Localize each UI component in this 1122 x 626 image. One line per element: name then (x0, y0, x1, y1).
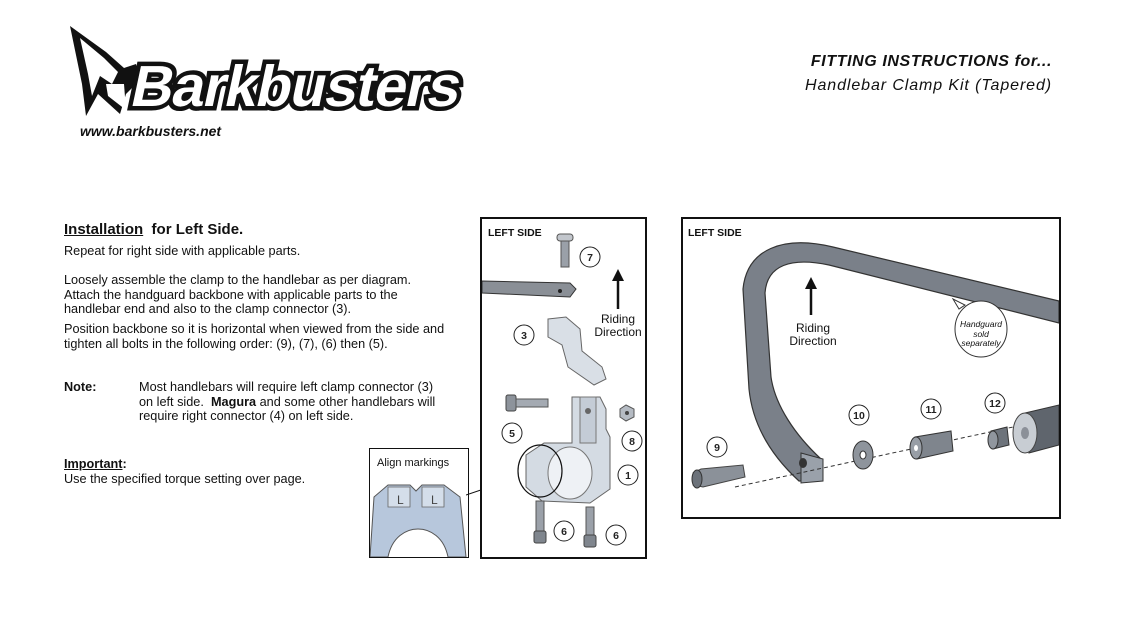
part-callout: 10 (853, 410, 865, 422)
part-callout: 3 (521, 330, 527, 342)
note-line2-post: and some other handlebars will (259, 394, 436, 409)
important-text: Use the specified torque setting over pa… (64, 472, 306, 486)
handguard-note-line: Handguard (959, 319, 1003, 329)
riding-line: Riding (600, 312, 636, 326)
riding-line: Direction (789, 334, 837, 348)
bolt-7-icon (556, 233, 574, 268)
product-subtitle: Handlebar Clamp Kit (Tapered) (805, 77, 1052, 94)
nut-8-icon (619, 404, 635, 422)
part-callout: 12 (989, 398, 1001, 410)
note-line2-pre: on left side. (139, 394, 204, 409)
panel-label: LEFT SIDE (488, 227, 542, 239)
note-magura: Magura (210, 394, 257, 409)
installation-heading-underlined: Installation (64, 221, 144, 238)
riding-line: Direction (594, 325, 642, 339)
part-callout: 11 (925, 404, 936, 416)
installation-heading-rest: for Left Side (151, 221, 240, 238)
handguard-note-line: sold (973, 328, 989, 339)
left-side-clamp-panel: LEFT SIDE 7 3 5 8 (480, 217, 647, 559)
important-label-underlined: Important (64, 457, 123, 471)
clamp-closeup-diagram: L L (370, 484, 467, 557)
riding-direction-arrow-icon (805, 277, 817, 315)
note-line: on left side. Magura and some other hand… (139, 395, 435, 410)
part-callout: 9 (714, 442, 720, 454)
handguard-note-line: separately (961, 338, 1001, 348)
part-callout: 8 (629, 436, 635, 448)
note-text: Most handlebars will require left clamp … (139, 380, 435, 424)
align-markings-label: Align markings (377, 457, 450, 469)
position-line: tighten all bolts in the following order… (64, 336, 388, 351)
handlebar-grip-icon (1012, 404, 1059, 454)
part-callout: 6 (561, 526, 567, 538)
clamp-exploded-diagram: 7 3 5 8 (482, 233, 643, 548)
riding-direction-arrow-icon (612, 269, 624, 309)
backbone-exploded-diagram: 9 10 11 12 (691, 242, 1059, 489)
part-callout: 5 (509, 428, 515, 440)
riding-direction-label: Riding Direction (592, 313, 644, 339)
step-line: Loosely assemble the clamp to the handle… (64, 273, 411, 287)
step-line: Attach the handguard backbone with appli… (64, 287, 398, 302)
insert-12-icon (987, 426, 1010, 450)
logo-wordmark: Barkbusters (126, 55, 467, 119)
repeat-text: Repeat for right side with applicable pa… (64, 244, 301, 258)
riding-direction-label: Riding Direction (783, 322, 843, 348)
installation-heading-period: . (239, 221, 244, 238)
align-markings-inset: Align markings L L (369, 448, 469, 558)
align-mark-left: L (397, 493, 404, 507)
barkbusters-logo: Barkbusters (70, 26, 471, 123)
position-text: Position backbone so it is horizontal wh… (64, 322, 444, 351)
bolt-9-icon (691, 464, 746, 489)
assembly-axis-line (734, 426, 1014, 488)
left-side-backbone-panel: LEFT SIDE 9 10 (681, 217, 1061, 519)
clamp-1-icon (517, 396, 611, 504)
bolt-6-icon (533, 500, 547, 544)
handguard-note: Handguard sold separately (953, 319, 1009, 349)
riding-line: Riding (795, 321, 831, 335)
washer-10-icon (852, 440, 874, 470)
website-url[interactable]: www.barkbusters.net (80, 123, 222, 139)
important-colon: : (122, 457, 127, 471)
important-label: Important: (64, 457, 127, 472)
backbone-bar-icon (742, 242, 1059, 484)
handguard-speech-bubble (951, 297, 1008, 358)
part-callout: 1 (625, 470, 631, 482)
panel-label: LEFT SIDE (688, 227, 742, 239)
note-line: require right connector (4) on left side… (139, 409, 354, 423)
align-mark-right: L (431, 493, 438, 507)
spacer-11-icon (909, 430, 954, 460)
position-line: Position backbone so it is horizontal wh… (64, 322, 445, 336)
bat-wing-icon (70, 26, 140, 116)
step-line: handlebar end and also to the clamp conn… (64, 302, 352, 316)
note-line: Most handlebars will require left clamp … (139, 380, 434, 394)
fitting-instructions-title: FITTING INSTRUCTIONS for... (810, 53, 1052, 70)
part-callout: 6 (613, 530, 619, 542)
step-text: Loosely assemble the clamp to the handle… (64, 273, 411, 317)
bolt-6-icon (583, 506, 597, 548)
installation-heading: Installation for Left Side. (64, 221, 243, 238)
part-callout: 7 (587, 252, 593, 264)
bolt-5-icon (505, 394, 549, 412)
note-label: Note: (64, 380, 97, 394)
